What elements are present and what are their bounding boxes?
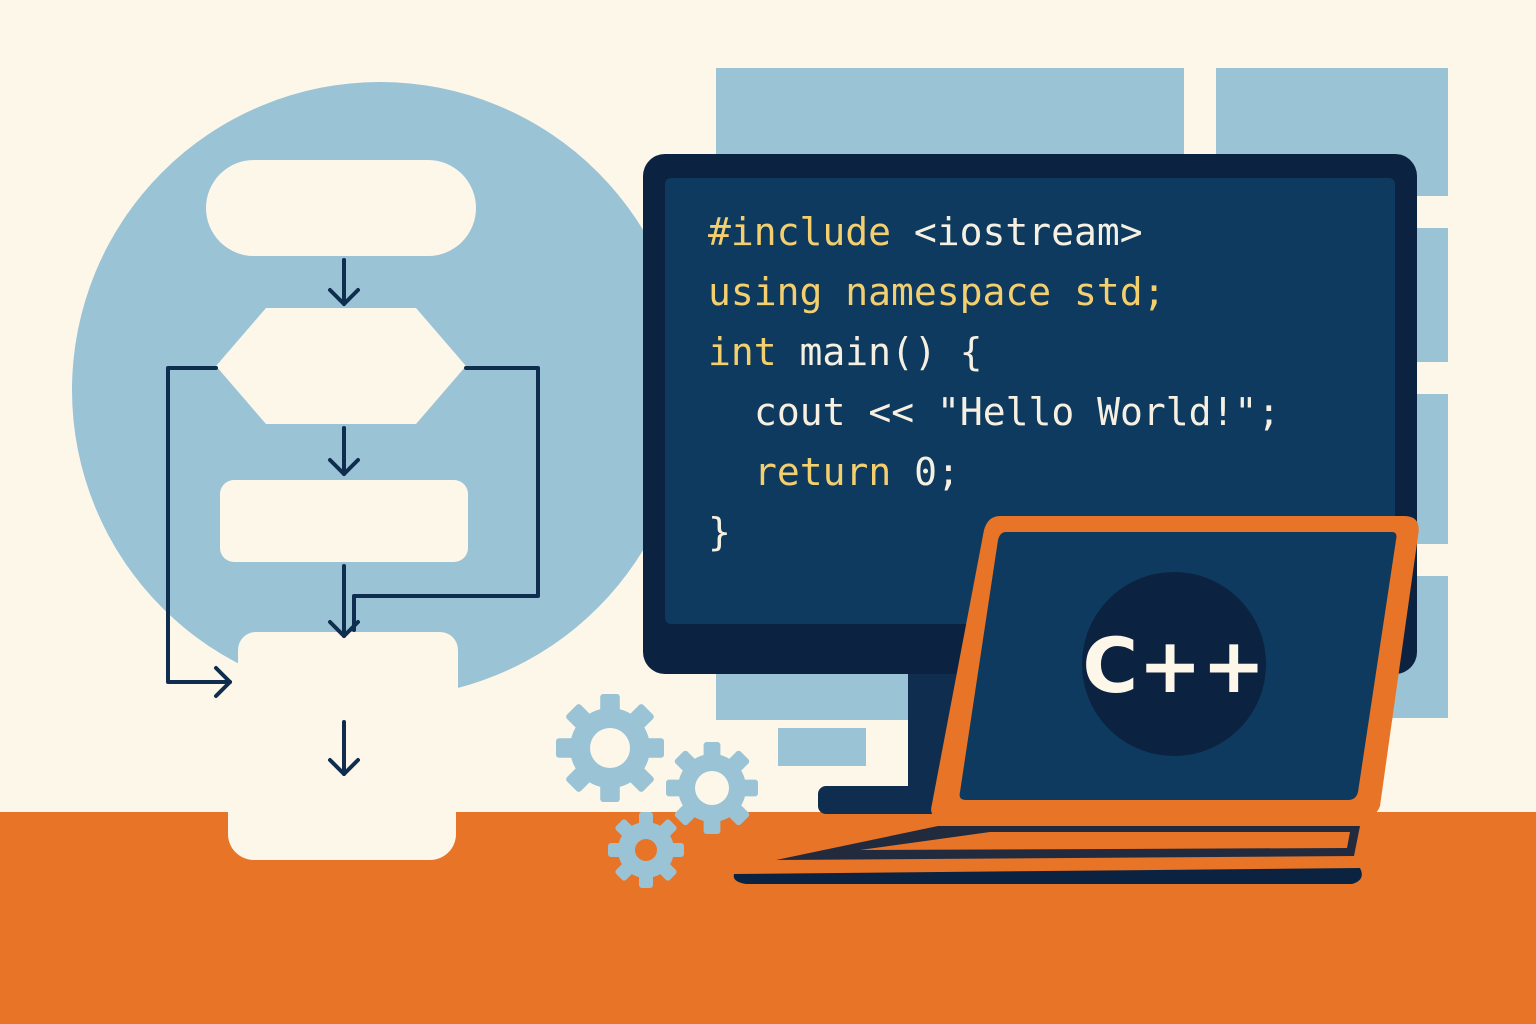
gear-tooth	[727, 750, 750, 773]
gear-tooth	[703, 742, 721, 760]
gear-tooth	[703, 816, 721, 834]
gear-hole	[635, 839, 657, 861]
code-token-text: 0;	[891, 450, 960, 494]
flowchart-end-node	[228, 720, 456, 860]
code-line-4: cout << "Hello World!";	[754, 390, 1280, 434]
cpp-logo-text: C++	[1082, 621, 1265, 710]
code-line-3: int main() {	[708, 330, 983, 374]
gear-tooth	[608, 843, 624, 857]
flowchart-start-node	[206, 160, 476, 256]
code-token-keyword: return	[754, 450, 891, 494]
code-line-5: return 0;	[754, 450, 960, 494]
background-panel	[778, 728, 866, 766]
gear-icon	[608, 812, 684, 888]
laptop-keyboard-inset	[860, 832, 1350, 850]
gear-tooth	[628, 766, 654, 792]
gear-tooth	[600, 694, 620, 714]
gear-tooth	[727, 803, 750, 826]
arrow-right-icon	[214, 666, 232, 698]
gear-tooth	[668, 843, 684, 857]
flowchart-decision-node	[216, 308, 466, 424]
gear-tooth	[639, 812, 653, 828]
laptop: C++	[733, 516, 1419, 884]
gear-tooth	[657, 819, 677, 839]
code-token-keyword: #include	[708, 210, 891, 254]
gear-hole	[590, 728, 630, 768]
flowchart	[166, 160, 540, 860]
gear-tooth	[615, 819, 635, 839]
gear-tooth	[657, 861, 677, 881]
gear-tooth	[615, 861, 635, 881]
gear-hole	[695, 771, 729, 805]
arrow-down-icon	[328, 758, 360, 776]
gear-tooth	[674, 803, 697, 826]
flowchart-process-node	[220, 480, 468, 562]
cpp-logo-badge	[1082, 572, 1266, 756]
code-line-1: #include <iostream>	[708, 210, 1143, 254]
gear-icon	[666, 742, 758, 834]
background-panel	[778, 698, 866, 716]
code-line-6: }	[708, 510, 731, 554]
gear-tooth	[600, 782, 620, 802]
gear-tooth	[674, 750, 697, 773]
gear-icon	[556, 694, 664, 802]
gear-tooth	[628, 704, 654, 730]
arrow-down-icon	[328, 288, 360, 306]
gear-tooth	[566, 766, 592, 792]
gears	[556, 694, 758, 888]
gear-tooth	[566, 704, 592, 730]
code-token-text: main() {	[777, 330, 983, 374]
arrow-down-icon	[328, 458, 360, 476]
flowchart-merge-node	[238, 632, 458, 742]
code-token-text: <iostream>	[891, 210, 1143, 254]
code-line-2: using namespace std;	[708, 270, 1166, 314]
gear-tooth	[666, 779, 684, 797]
gear-tooth	[639, 872, 653, 888]
flowchart-loop-right	[352, 366, 540, 632]
gear-tooth	[644, 738, 664, 758]
laptop-base-edge	[733, 868, 1362, 884]
gear-tooth	[556, 738, 576, 758]
monitor-screen	[665, 178, 1395, 624]
flowchart-loop-left	[166, 366, 232, 684]
code-block: #include <iostream> using namespace std;…	[708, 210, 1280, 554]
gear-tooth	[740, 779, 758, 797]
code-token-keyword: int	[708, 330, 777, 374]
